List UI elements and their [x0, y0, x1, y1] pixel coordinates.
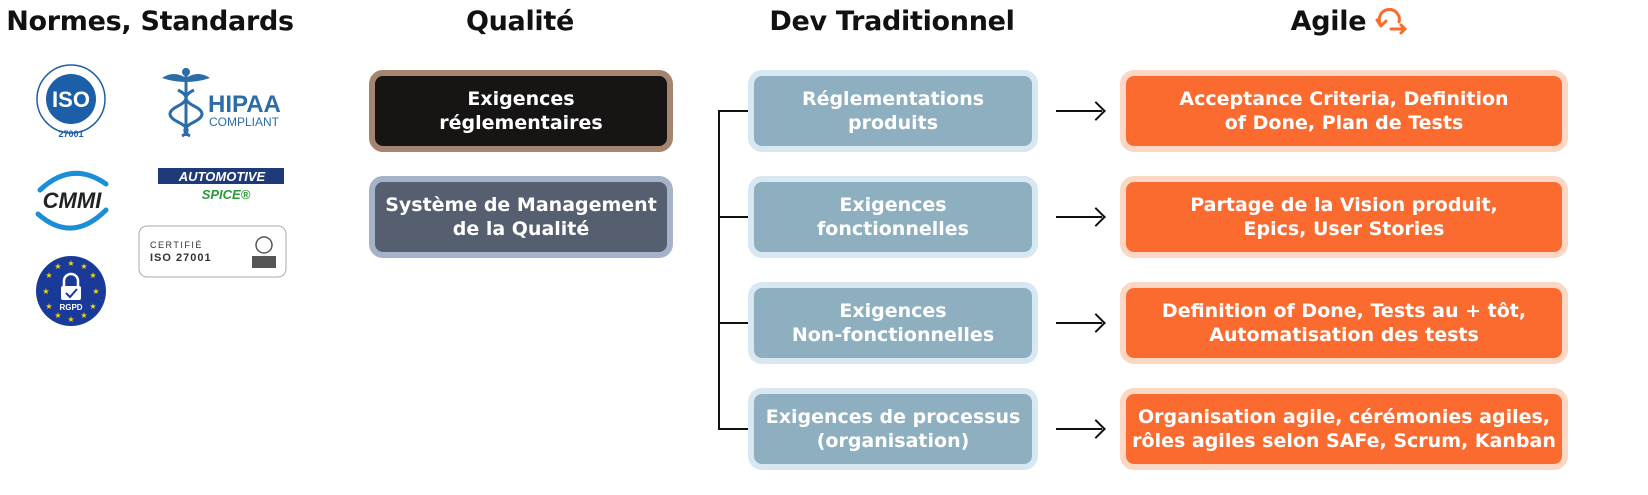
svg-text:★: ★ [42, 287, 49, 296]
agile-box-4-line-1: Organisation agile, cérémonies agiles, [1137, 406, 1551, 428]
hipaa-text: HIPAA [208, 91, 281, 118]
dev-box-exigences-non-fonctionnelles: Exigences Non-fonctionnelles [748, 282, 1038, 364]
agile-box-3-line-1: Definition of Done, Tests au + tôt, [1161, 300, 1527, 322]
cmmi-logo: CMMI [26, 164, 118, 236]
automotive-spice-logo: AUTOMOTIVE SPICE® [158, 166, 286, 206]
column-title-agile: Agile [1270, 2, 1430, 42]
rgpd-text: RGPD [59, 303, 82, 312]
agile-box-definition-of-done: Definition of Done, Tests au + tôt, Auto… [1120, 282, 1568, 364]
qualite-box-exigences-reglementaires: Exigences réglementaires [369, 70, 673, 152]
agile-box-4-line-2: rôles agiles selon SAFe, Scrum, Kanban [1132, 430, 1556, 452]
svg-text:★: ★ [54, 311, 61, 320]
dev-box-2-line-2: fonctionnelles [817, 218, 969, 240]
dev-box-4-line-2: (organisation) [816, 430, 970, 452]
dev-box-3-line-2: Non-fonctionnelles [791, 324, 995, 346]
iso-logo: ISO 27001 [30, 62, 112, 140]
dev-box-4-line-1: Exigences de processus [765, 406, 1021, 428]
dev-box-reglementations-produits: Réglementations produits [748, 70, 1038, 152]
svg-text:★: ★ [54, 262, 61, 271]
qualite-box-1-line-1: Exigences [467, 88, 575, 110]
iso-number: 27001 [58, 129, 83, 139]
dev-box-exigences-fonctionnelles: Exigences fonctionnelles [748, 176, 1038, 258]
bracket-tick-4 [718, 428, 750, 430]
svg-text:★: ★ [92, 287, 99, 296]
rgpd-logo: ★★★ ★★★ ★★★ ★★★ RGPD [34, 254, 108, 328]
dev-box-1-line-1: Réglementations [801, 88, 985, 110]
svg-text:★: ★ [89, 302, 96, 311]
qualite-box-2-line-1: Système de Management [385, 194, 657, 216]
agile-box-organisation-agile: Organisation agile, cérémonies agiles, r… [1120, 388, 1568, 470]
svg-text:★: ★ [45, 271, 52, 280]
arrow-right-icon [1056, 322, 1102, 324]
spice-text: SPICE® [202, 187, 251, 202]
svg-text:★: ★ [67, 315, 74, 324]
certifie-iso-logo: CERTIFIÉ ISO 27001 [138, 225, 288, 279]
arrow-right-icon [1056, 428, 1102, 430]
automotive-text: AUTOMOTIVE [178, 169, 266, 184]
arrow-right-icon [1056, 216, 1102, 218]
agile-box-acceptance-criteria: Acceptance Criteria, Definition of Done,… [1120, 70, 1568, 152]
dev-box-exigences-processus: Exigences de processus (organisation) [748, 388, 1038, 470]
dev-box-1-line-2: produits [847, 112, 939, 134]
bracket-tick-2 [718, 216, 750, 218]
dev-box-2-line-1: Exigences [839, 194, 947, 216]
hipaa-logo: HIPAA COMPLIANT [152, 64, 288, 140]
agile-box-2-line-1: Partage de la Vision produit, [1190, 194, 1498, 216]
agile-box-1-line-2: of Done, Plan de Tests [1224, 112, 1464, 134]
certifie-iso-text: ISO 27001 [150, 252, 212, 264]
svg-text:★: ★ [67, 259, 74, 268]
svg-text:★: ★ [80, 262, 87, 271]
qualite-box-systeme-management: Système de Management de la Qualité [369, 176, 673, 258]
agile-box-1-line-1: Acceptance Criteria, Definition [1179, 88, 1509, 110]
agile-title-text: Agile [1290, 6, 1367, 37]
agile-cycle-icon [1375, 7, 1407, 35]
bracket-vertical-line [718, 110, 720, 430]
agile-box-3-line-2: Automatisation des tests [1209, 324, 1479, 346]
column-title-qualite: Qualité [465, 6, 575, 37]
iso-text: ISO [52, 87, 90, 112]
qualite-box-2-line-2: de la Qualité [452, 218, 590, 240]
svg-text:★: ★ [80, 311, 87, 320]
cmmi-text: CMMI [43, 188, 103, 213]
qualite-box-1-line-2: réglementaires [439, 112, 603, 134]
arrow-right-icon [1056, 110, 1102, 112]
column-title-dev: Dev Traditionnel [769, 6, 1015, 37]
agile-box-vision-produit: Partage de la Vision produit, Epics, Use… [1120, 176, 1568, 258]
dev-box-3-line-1: Exigences [839, 300, 947, 322]
column-title-normes: Normes, Standards [6, 6, 294, 37]
svg-text:★: ★ [45, 302, 52, 311]
hipaa-sub: COMPLIANT [209, 115, 280, 129]
agile-box-2-line-2: Epics, User Stories [1243, 218, 1445, 240]
bracket-tick-3 [718, 322, 750, 324]
certifie-text: CERTIFIÉ [150, 240, 203, 250]
bracket-tick-1 [718, 110, 750, 112]
svg-text:★: ★ [89, 271, 96, 280]
